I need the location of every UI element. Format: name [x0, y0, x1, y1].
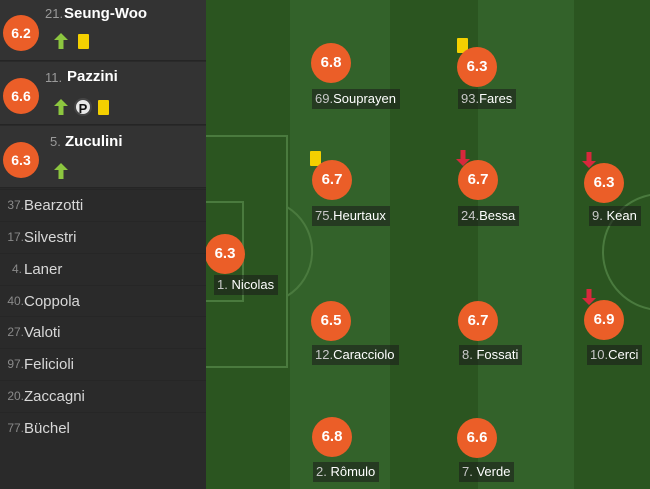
rating-badge: 6.3	[206, 234, 245, 274]
player-label: 9. Kean	[589, 206, 641, 226]
player-label: 1. Nicolas	[214, 275, 279, 295]
sub-out-arrow-icon	[582, 289, 596, 305]
player-name: Bessa	[479, 208, 516, 223]
sub-player-row[interactable]: 6.2 21. Seung-Woo	[0, 0, 206, 61]
player-number: 11.	[45, 70, 63, 85]
rating-badge: 6.7	[312, 160, 352, 200]
player-name: Fossati	[476, 347, 519, 362]
substitutes-panel: 6.2 21. Seung-Woo 6.6 11. Pazzini P 6.3 …	[0, 0, 206, 489]
player-label: 8. Fossati	[459, 345, 523, 365]
sub-player-row[interactable]: 6.3 5. Zuculini	[0, 126, 206, 188]
player-number: 27.	[7, 325, 24, 339]
player-name: Fares	[479, 91, 513, 106]
sub-in-arrow-icon	[54, 33, 68, 49]
rating-badge: 6.5	[311, 301, 351, 341]
rating-badge: 6.6	[457, 418, 497, 458]
player-number: 37.	[7, 198, 24, 212]
rating-badge: 6.2	[3, 15, 39, 51]
player-number: 97.	[7, 357, 24, 371]
player-name: Zaccagni	[24, 387, 85, 405]
player-number: 17.	[7, 230, 24, 244]
player-number: 5.	[50, 134, 61, 149]
player-number: 40.	[7, 294, 24, 308]
rating-badge: 6.7	[458, 301, 498, 341]
player-number: 7.	[462, 464, 473, 479]
player-name: Heurtaux	[333, 208, 386, 223]
player-number: 10.	[590, 347, 609, 362]
pitch: 6.3 1. Nicolas 6.8 69.Souprayen 6.7 75.H…	[206, 0, 650, 489]
player-name: Verde	[476, 464, 511, 479]
player-number: 20.	[7, 389, 24, 403]
player-number: 69.	[315, 91, 334, 106]
sub-out-arrow-icon	[582, 152, 596, 168]
sub-in-arrow-icon	[54, 99, 68, 115]
penalty-arc-line	[286, 206, 314, 297]
rating-badge: 6.8	[312, 417, 352, 457]
player-name: Souprayen	[333, 91, 396, 106]
player-number: 4.	[11, 262, 22, 276]
player-name: Valoti	[24, 323, 61, 341]
player-name: Coppola	[24, 292, 80, 310]
bench-player-row[interactable]: 20. Zaccagni	[0, 380, 206, 411]
player-number: 12.	[315, 347, 334, 362]
player-number: 77.	[7, 421, 24, 435]
player-name: Caracciolo	[333, 347, 395, 362]
player-number: 2.	[316, 464, 327, 479]
yellow-card-icon	[98, 99, 109, 115]
player-label: 93.Fares	[458, 89, 517, 109]
player-number: 1.	[217, 277, 228, 292]
bench-player-row[interactable]: 27. Valoti	[0, 316, 206, 347]
player-name: Kean	[606, 208, 637, 223]
player-name: Bearzotti	[24, 196, 84, 214]
player-number: 21.	[45, 6, 64, 21]
player-name: Rômulo	[330, 464, 376, 479]
player-name: Zuculini	[65, 133, 123, 150]
player-label: 10.Cerci	[587, 345, 643, 365]
bench-player-row[interactable]: 37. Bearzotti	[0, 189, 206, 220]
player-name: Cerci	[608, 347, 639, 362]
pitch-markings	[206, 135, 650, 368]
rating-badge: 6.3	[457, 47, 497, 87]
rating-badge: 6.6	[3, 78, 39, 114]
player-label: 75.Heurtaux	[312, 206, 390, 226]
player-number: 93.	[461, 91, 480, 106]
pitch-stripe	[478, 0, 574, 489]
sub-player-row[interactable]: 6.6 11. Pazzini P	[0, 62, 206, 125]
player-name: Büchel	[24, 419, 70, 437]
bench-player-row[interactable]: 4. Laner	[0, 253, 206, 284]
player-name: Pazzini	[67, 68, 118, 85]
player-label: 7. Verde	[459, 462, 515, 482]
rating-badge: 6.3	[584, 163, 624, 203]
player-name: Felicioli	[24, 355, 75, 373]
player-number: 8.	[462, 347, 473, 362]
player-name: Nicolas	[231, 277, 275, 292]
player-label: 2. Rômulo	[313, 462, 380, 482]
bench-player-row[interactable]: 17. Silvestri	[0, 221, 206, 252]
bench-player-row[interactable]: 40. Coppola	[0, 285, 206, 316]
penalty-icon: P	[74, 98, 92, 116]
yellow-card-icon	[457, 38, 468, 53]
pitch-stripe	[290, 0, 390, 489]
center-circle-line	[602, 194, 650, 310]
yellow-card-icon	[78, 33, 89, 49]
player-number: 75.	[315, 208, 334, 223]
player-name: Silvestri	[24, 228, 77, 246]
rating-badge: 6.9	[584, 300, 624, 340]
penalty-area-line	[206, 135, 288, 368]
player-label: 69.Souprayen	[312, 89, 400, 109]
player-label: 24.Bessa	[458, 206, 520, 226]
player-number: 9.	[592, 208, 603, 223]
player-number: 24.	[461, 208, 480, 223]
sub-in-arrow-icon	[54, 163, 68, 179]
player-label: 12.Caracciolo	[312, 345, 399, 365]
player-name: Laner	[24, 260, 63, 278]
rating-badge: 6.7	[458, 160, 498, 200]
bench-player-row[interactable]: 97. Felicioli	[0, 348, 206, 379]
rating-badge: 6.3	[3, 142, 39, 178]
yellow-card-icon	[310, 151, 321, 166]
bench-player-row[interactable]: 77. Büchel	[0, 412, 206, 443]
player-name: Seung-Woo	[64, 5, 148, 22]
rating-badge: 6.8	[311, 43, 351, 83]
pitch-stripe	[574, 0, 650, 489]
